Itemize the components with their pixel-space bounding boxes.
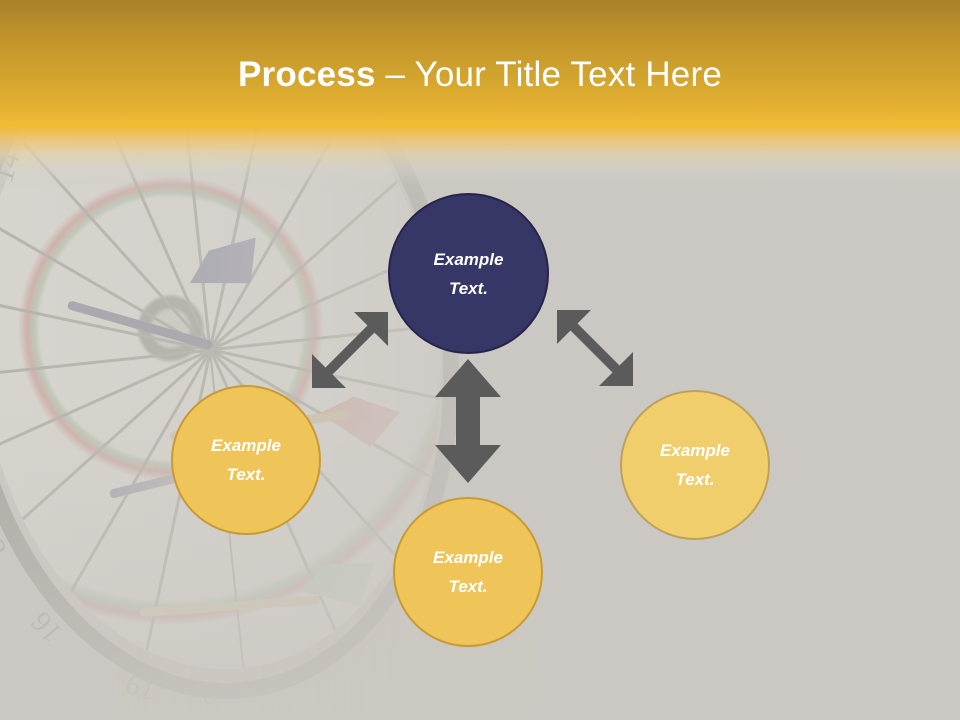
node-bottom[interactable]: Example Text.: [393, 497, 543, 647]
node-top-line2: Text.: [448, 278, 489, 298]
page-title-strong: Process: [238, 55, 376, 94]
connector-top-right-arrow: [557, 310, 633, 386]
node-right-line2: Text.: [675, 470, 715, 489]
node-left-line2: Text.: [226, 465, 266, 484]
node-left-line1: Example: [211, 436, 281, 455]
node-bottom-line2: Text.: [448, 577, 488, 596]
node-top[interactable]: Example Text.: [388, 193, 549, 354]
connector-top-left-arrow: [312, 312, 388, 388]
title-band: [0, 0, 960, 192]
node-bottom-line1: Example: [433, 548, 503, 567]
node-top-line1: Example: [433, 249, 504, 269]
node-right-line1: Example: [660, 441, 730, 460]
page-title-rest: – Your Title Text Here: [375, 55, 722, 94]
node-left[interactable]: Example Text.: [171, 385, 321, 535]
connector-top-bottom-arrow: [435, 359, 501, 483]
node-right[interactable]: Example Text.: [620, 390, 770, 540]
page-title: Process – Your Title Text Here: [0, 52, 960, 98]
